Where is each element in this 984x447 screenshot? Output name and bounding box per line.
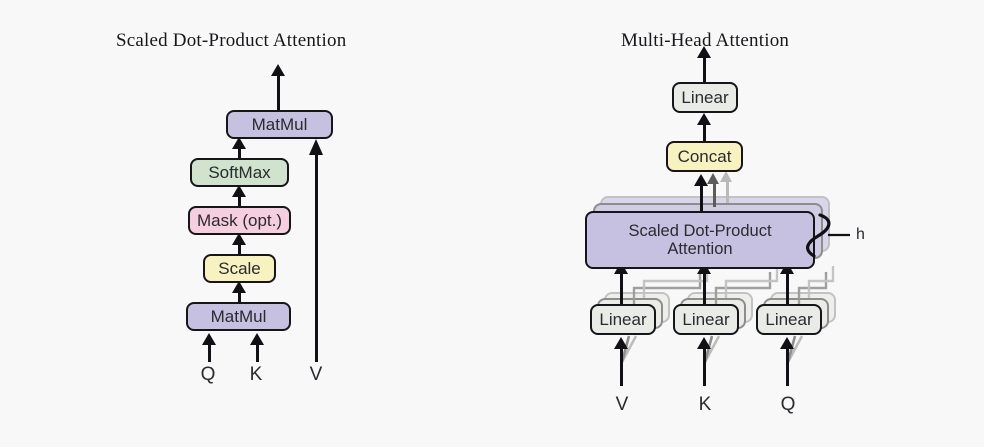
concat-to-linear-arrowhead xyxy=(697,113,711,125)
node-linear-k[interactable]: Linear xyxy=(673,304,739,335)
input-label-k: K xyxy=(249,364,263,385)
input-k-arrowhead xyxy=(250,333,264,345)
input-label-k-multihead: K xyxy=(698,394,712,415)
input-q-multihead-arrowhead xyxy=(780,337,794,349)
sdpa-label-line1: Scaled Dot-Product xyxy=(628,221,772,240)
input-label-q-multihead: Q xyxy=(780,394,796,415)
input-q-arrowhead xyxy=(202,333,216,345)
sdpa-label-line2: Attention xyxy=(667,240,733,258)
input-q-line xyxy=(208,344,211,362)
concat-to-linear-line xyxy=(703,122,706,144)
input-v-arrowhead xyxy=(309,139,323,155)
input-label-v: V xyxy=(309,364,323,385)
head-arrow-1-arrowhead xyxy=(694,174,708,186)
head-arrow-3-line xyxy=(726,181,729,203)
input-k-multihead-line xyxy=(703,348,707,386)
panel-title-scaled-dot-product: Scaled Dot-Product Attention xyxy=(116,30,347,51)
input-label-v-multihead: V xyxy=(615,394,629,415)
node-mask-opt[interactable]: Mask (opt.) xyxy=(188,206,291,235)
matmul-to-scale-line xyxy=(238,290,241,312)
node-linear-q[interactable]: Linear xyxy=(756,304,822,335)
head-arrow-1-line xyxy=(700,185,704,213)
head-arrow-2-line xyxy=(713,183,716,207)
mask-to-softmax-line xyxy=(238,194,241,216)
linear-k-to-sdpa-line xyxy=(703,272,707,304)
node-softmax[interactable]: SoftMax xyxy=(190,158,289,187)
panel-title-multi-head: Multi-Head Attention xyxy=(621,30,790,51)
node-matmul-bottom[interactable]: MatMul xyxy=(186,302,291,331)
linear-v-to-sdpa-line xyxy=(620,272,624,304)
node-concat[interactable]: Concat xyxy=(666,141,743,172)
softmax-to-matmul-line xyxy=(238,146,241,168)
multihead-output-line xyxy=(703,54,706,86)
softmax-to-matmul-arrowhead xyxy=(232,137,246,149)
input-v-multihead-arrowhead xyxy=(614,337,628,349)
heads-count-label: h xyxy=(856,226,865,243)
sdpa-output-line xyxy=(277,72,280,112)
matmul-to-scale-arrowhead xyxy=(232,281,246,293)
input-v-line xyxy=(315,154,318,362)
linear-q-to-sdpa-line xyxy=(786,272,790,304)
input-q-multihead-line xyxy=(786,348,790,386)
scale-to-mask-line xyxy=(238,242,241,264)
node-matmul-top[interactable]: MatMul xyxy=(226,110,333,139)
input-label-q: Q xyxy=(200,364,216,385)
input-k-multihead-arrowhead xyxy=(697,337,711,349)
multihead-output-arrowhead xyxy=(697,46,711,58)
sdpa-output-arrowhead xyxy=(271,64,285,76)
input-v-multihead-line xyxy=(620,348,624,386)
node-scaled-dot-product-attention[interactable]: Scaled Dot-Product Attention xyxy=(585,211,815,269)
mask-to-softmax-arrowhead xyxy=(232,185,246,197)
head-arrow-3-arrowhead xyxy=(720,171,732,182)
input-k-line xyxy=(256,344,259,362)
scale-to-mask-arrowhead xyxy=(232,233,246,245)
head-arrow-2-arrowhead xyxy=(707,173,719,184)
node-linear-v[interactable]: Linear xyxy=(590,304,656,335)
node-scale[interactable]: Scale xyxy=(203,254,276,283)
node-linear-output[interactable]: Linear xyxy=(672,82,738,113)
